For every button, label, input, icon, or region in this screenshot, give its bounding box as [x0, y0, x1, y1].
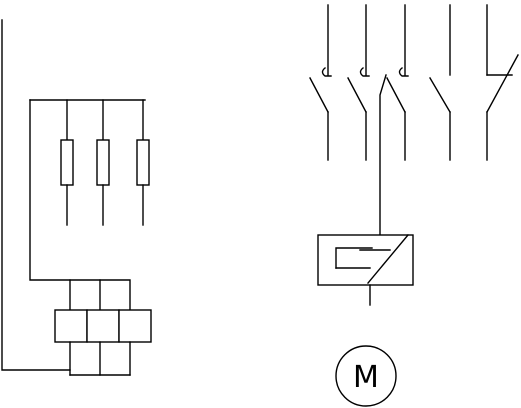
fuse-2 — [96, 99, 110, 226]
fuse-1 — [60, 99, 74, 226]
switch-2 — [347, 4, 370, 161]
fuse-block — [29, 99, 150, 311]
left-conductor — [1, 19, 71, 371]
overload-relay — [317, 74, 414, 306]
switch-1 — [309, 4, 332, 161]
coil-3 — [118, 309, 152, 343]
coil-2 — [86, 309, 120, 343]
switch-5 — [486, 4, 519, 161]
coil-1 — [54, 309, 88, 343]
motor-symbol: M — [335, 345, 397, 407]
motor-label: M — [353, 360, 379, 395]
relay-coil-block — [54, 309, 152, 376]
switch-3 — [386, 4, 409, 161]
switch-4 — [429, 4, 451, 161]
fuse-3 — [136, 99, 150, 226]
contactor-switches — [309, 4, 519, 161]
